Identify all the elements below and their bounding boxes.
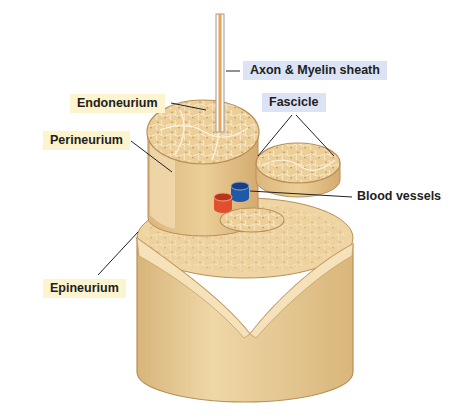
label-text: Epineurium <box>50 281 119 296</box>
myelin-sheath <box>216 14 224 132</box>
axon <box>219 14 222 132</box>
blood-vessels-label: Blood vessels <box>355 189 443 204</box>
label-text: Perineurium <box>50 133 123 148</box>
fascicle-label-box: Fascicle <box>262 93 326 112</box>
endoneurium-label-box: Endoneurium <box>70 94 165 113</box>
peeled-layer <box>137 238 250 338</box>
leader-line <box>171 103 206 110</box>
perineurium-label-box: Perineurium <box>43 131 130 150</box>
epineurium-label-box: Epineurium <box>43 279 126 298</box>
leader-line <box>296 115 334 156</box>
label-text: Endoneurium <box>77 96 158 111</box>
axon-label-box: Axon & Myelin sheath <box>243 61 387 80</box>
artery <box>214 193 232 201</box>
label-text: Axon & Myelin sheath <box>250 63 380 78</box>
leader-line <box>98 232 138 275</box>
leader-line <box>258 115 292 156</box>
label-text: Fascicle <box>269 95 319 110</box>
endoneurium-septa <box>160 105 248 160</box>
epineurium-wall <box>137 238 353 402</box>
endoneurium-septa <box>262 160 335 170</box>
leader-line <box>226 71 240 72</box>
leader-line <box>250 191 352 197</box>
vein <box>231 182 249 190</box>
peeled-layer <box>250 244 353 338</box>
leader-line <box>131 141 172 172</box>
